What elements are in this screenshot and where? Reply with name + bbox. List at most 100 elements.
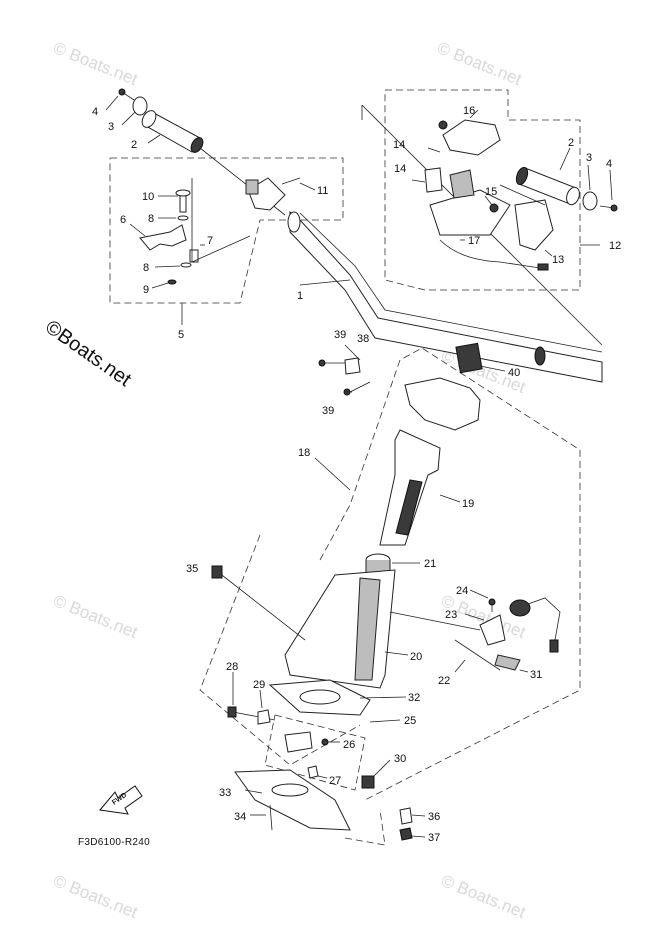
leader-4-left	[105, 95, 119, 111]
label-23: 23	[445, 609, 457, 621]
label-38: 38	[357, 333, 369, 345]
label-17: 17	[468, 235, 480, 247]
label-13: 13	[552, 254, 564, 266]
label-31: 31	[530, 669, 542, 681]
screw-11-shank	[281, 177, 301, 185]
label-39-top: 39	[334, 329, 346, 341]
right-switch-parts	[411, 109, 554, 271]
handlebar	[287, 104, 603, 383]
clip-9	[167, 279, 177, 285]
group-12-outline	[384, 89, 581, 291]
label-33: 33	[219, 787, 231, 799]
right-grip-inner	[515, 166, 529, 186]
switch-body	[449, 169, 475, 199]
label-4-right: 4	[606, 158, 612, 170]
leader-37	[411, 835, 426, 838]
nut-15	[489, 203, 499, 213]
leader-31	[519, 669, 529, 673]
steering-housing	[199, 534, 409, 766]
label-28: 28	[226, 661, 238, 673]
watermark-bottom-left: © Boats.net	[51, 871, 141, 922]
leader-13	[544, 249, 553, 257]
left-grip-screw-shank	[121, 91, 135, 101]
bolt-10	[179, 194, 187, 213]
drawing-code: F3D6100-R240	[78, 837, 150, 848]
label-14-top: 14	[393, 139, 405, 151]
leader-3-left	[121, 111, 136, 126]
steering-shaft	[379, 429, 461, 546]
cable-tie-22	[454, 639, 501, 671]
label-7: 7	[207, 235, 213, 247]
switch-base	[429, 189, 511, 236]
small-parts-36-37	[344, 807, 426, 846]
label-11: 11	[317, 185, 328, 197]
brand-watermark: ©Boats.net	[41, 316, 135, 391]
sensor-wire	[527, 597, 561, 641]
left-switch-parts	[129, 177, 316, 289]
right-grip-assembly	[515, 147, 618, 212]
part-29	[257, 709, 271, 725]
label-12: 12	[609, 240, 621, 252]
bolt-10-head	[175, 189, 191, 197]
label-19: 19	[462, 498, 474, 510]
wire-harness	[439, 239, 541, 269]
screw-39-bottom	[349, 381, 371, 393]
left-grip-assembly	[105, 88, 286, 216]
label-8-top: 8	[148, 213, 154, 225]
leader-2-right	[559, 147, 571, 171]
leader-9	[151, 282, 169, 289]
group-5-outline	[109, 157, 344, 304]
left-grip-end	[141, 110, 157, 128]
leader-33	[244, 789, 263, 794]
group-25-outline	[264, 714, 366, 791]
watermark-top-right: © Boats.net	[435, 38, 525, 89]
label-3-left: 3	[108, 121, 114, 133]
watermark-top-left: © Boats.net	[51, 38, 141, 89]
screw-35	[211, 565, 223, 579]
watermark-mid-left: © Boats.net	[51, 591, 141, 642]
leader-30	[373, 759, 391, 777]
fwd-arrow: FWD	[99, 785, 143, 815]
label-3-right: 3	[586, 152, 592, 164]
label-15: 15	[485, 186, 497, 198]
bolt-28-head	[227, 706, 237, 718]
label-37: 37	[428, 832, 440, 844]
left-grip-inner	[190, 137, 204, 153]
leader-6	[129, 223, 146, 237]
label-6: 6	[120, 214, 126, 226]
leader-2-left	[147, 134, 161, 144]
leader-36	[411, 814, 426, 817]
leader-3-right	[587, 164, 591, 191]
screw-34	[269, 804, 273, 831]
leader-14-mid	[411, 179, 426, 183]
left-grip-cap	[132, 96, 148, 116]
label-2-left: 2	[131, 139, 137, 151]
leader-23	[464, 613, 485, 621]
label-25: 25	[404, 715, 416, 727]
label-35: 35	[186, 563, 198, 575]
left-switch-axis	[191, 178, 251, 263]
switch-cover-16	[442, 119, 501, 156]
gasket-hole	[299, 689, 341, 705]
leader-22	[454, 659, 466, 673]
leader-38	[344, 344, 361, 361]
leader-25	[369, 719, 401, 723]
handlebar-highlight	[299, 212, 603, 353]
plate-33	[234, 769, 351, 831]
leader-16	[469, 109, 479, 119]
group-36-37-outline	[344, 809, 386, 846]
label-10: 10	[142, 191, 154, 203]
handlebar-end-left	[287, 211, 301, 233]
gasket-32	[268, 679, 407, 716]
label-36: 36	[428, 811, 440, 823]
part-26-body	[284, 731, 313, 753]
bracket-38	[344, 357, 361, 375]
handlebar-end-right	[534, 346, 546, 366]
steering-upper	[318, 342, 506, 431]
label-29: 29	[253, 679, 265, 691]
sensor-coil	[494, 654, 521, 671]
label-20: 20	[410, 651, 422, 663]
steering-head	[404, 377, 481, 431]
bottom-plate	[234, 769, 351, 831]
